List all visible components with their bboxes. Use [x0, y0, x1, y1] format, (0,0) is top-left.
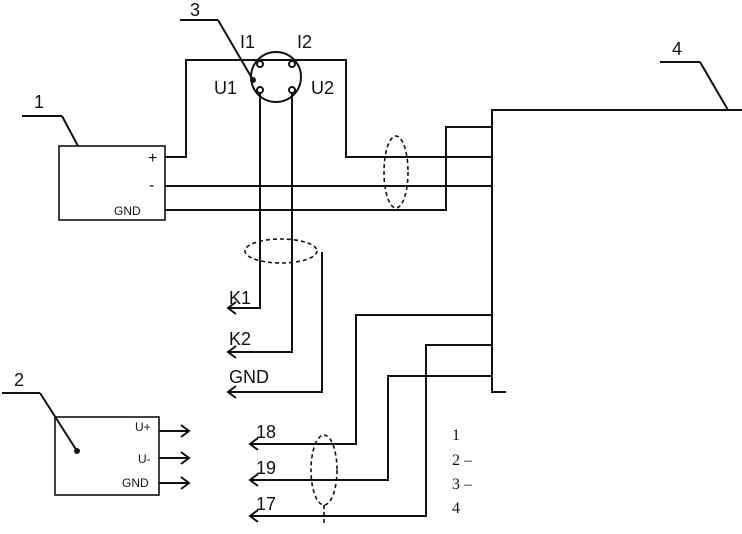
legend-item-4: 4	[452, 500, 460, 517]
power-wires	[165, 59, 492, 211]
block1-minus-label: -	[149, 177, 154, 194]
pin-i1-label: I1	[240, 32, 255, 52]
cable-shield-bottom	[310, 434, 338, 506]
signal-labels: 18 19 17	[256, 422, 276, 514]
k1-label: K1	[229, 288, 251, 308]
callout-2-label: 2	[14, 370, 24, 390]
legend-item-1: 1	[452, 427, 460, 444]
callout-3-label: 3	[190, 0, 200, 20]
pin-u1-label: U1	[214, 78, 237, 98]
line-17-label: 17	[256, 494, 276, 514]
callout-1: 1	[22, 92, 79, 147]
callout-1-label: 1	[34, 92, 44, 112]
line-18-label: 18	[256, 422, 276, 442]
cable-shield-middle	[244, 238, 318, 264]
callout-4-label: 4	[672, 39, 682, 59]
legend-item-2: 2 –	[452, 452, 473, 469]
legend: 1 2 – 3 – 4	[452, 427, 473, 517]
pin-i2-label: I2	[297, 32, 312, 52]
callout-3: 3	[180, 0, 254, 81]
pin-i2	[288, 60, 296, 68]
gnd-output-label: GND	[229, 367, 269, 387]
block2-u-plus-label: U+	[135, 420, 151, 434]
callout-4: 4	[660, 39, 729, 111]
block1-gnd-label: GND	[114, 204, 141, 218]
signal-wires	[248, 314, 492, 523]
block2-gnd-label: GND	[122, 476, 149, 490]
pin-i1	[256, 60, 264, 68]
block2-u-minus-label: U-	[138, 452, 151, 466]
output-wires	[226, 93, 323, 399]
block-1: + - GND	[58, 145, 166, 221]
line-19-label: 19	[256, 458, 276, 478]
callout-2: 2	[2, 370, 78, 452]
pin-u2-label: U2	[311, 78, 334, 98]
block1-plus-label: +	[148, 150, 157, 167]
legend-item-3: 3 –	[452, 476, 473, 493]
output-labels: K1 K2 GND	[229, 288, 269, 387]
k2-label: K2	[229, 329, 251, 349]
block-4	[491, 109, 742, 393]
cable-shield-top	[383, 135, 409, 209]
pin-u2	[288, 86, 296, 94]
pin-u1	[256, 86, 264, 94]
block-2: U+ U- GND	[54, 416, 191, 496]
